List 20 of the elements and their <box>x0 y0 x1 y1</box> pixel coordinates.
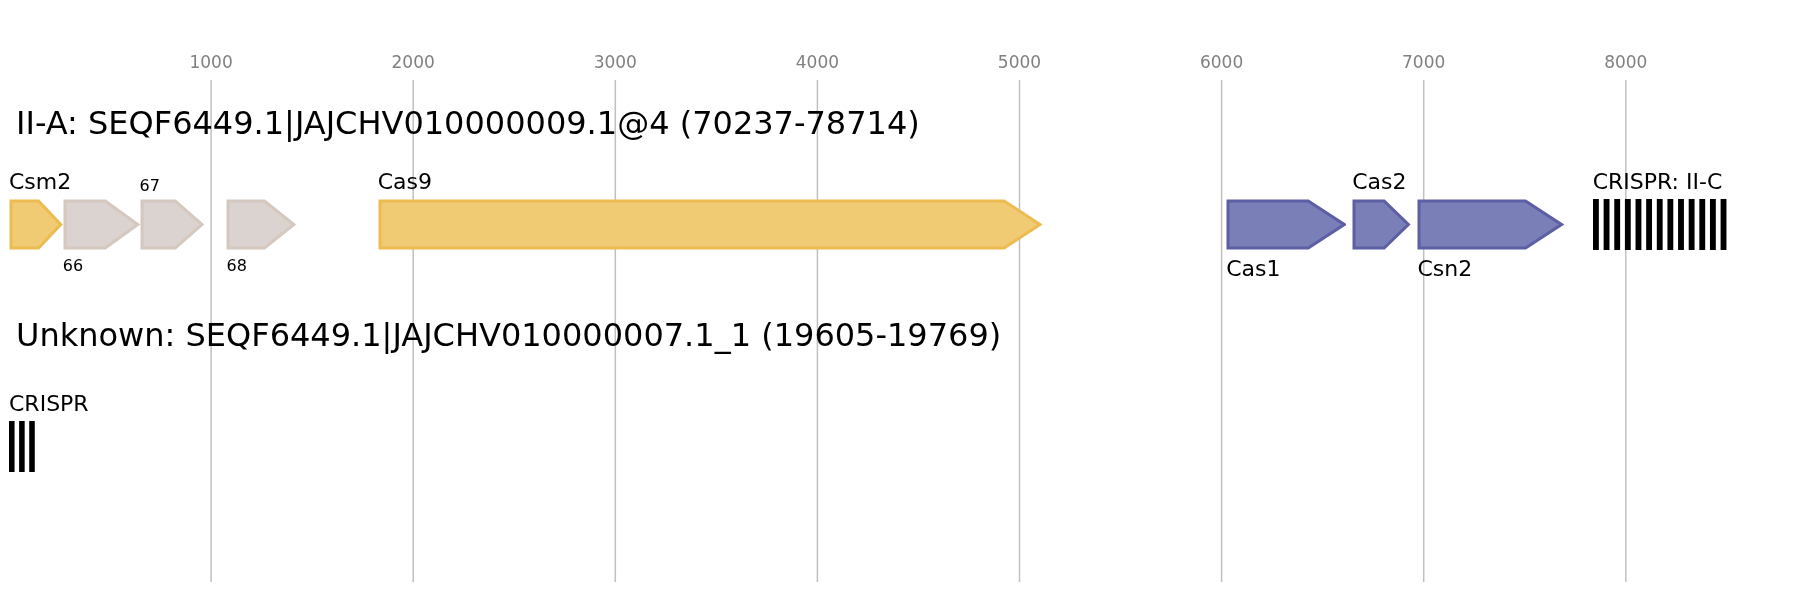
gene-label: Cas1 <box>1226 256 1281 283</box>
gene-label: Csn2 <box>1417 256 1473 283</box>
axis-tick-label: 1000 <box>189 52 233 72</box>
axis-tick-label: 7000 <box>1402 52 1446 72</box>
axis-tick-label: 8000 <box>1604 52 1648 72</box>
locus-title: II-A: SEQF6449.1|JAJCHV010000009.1@4 (70237-78714) <box>16 104 920 142</box>
gene-label: 66 <box>62 256 84 276</box>
gene-label: CRISPR <box>9 391 89 418</box>
axis-tick-label: 3000 <box>593 52 637 72</box>
axis-tick-label: 4000 <box>795 52 839 72</box>
gene-label: CRISPR: II-C <box>1592 169 1723 196</box>
gene-label: Cas2 <box>1352 169 1407 196</box>
axis-tick-label: 5000 <box>997 52 1042 72</box>
gene-label: 67 <box>139 176 160 196</box>
gene-label: Cas9 <box>377 169 432 196</box>
gene-label: Csm2 <box>9 169 72 196</box>
axis-tick-label: 2000 <box>391 52 435 72</box>
axis-tick-label: 6000 <box>1199 52 1244 72</box>
gene-label: 68 <box>226 256 247 276</box>
locus-title: Unknown: SEQF6449.1|JAJCHV010000007.1_1 (19605-19769) <box>16 316 1002 354</box>
